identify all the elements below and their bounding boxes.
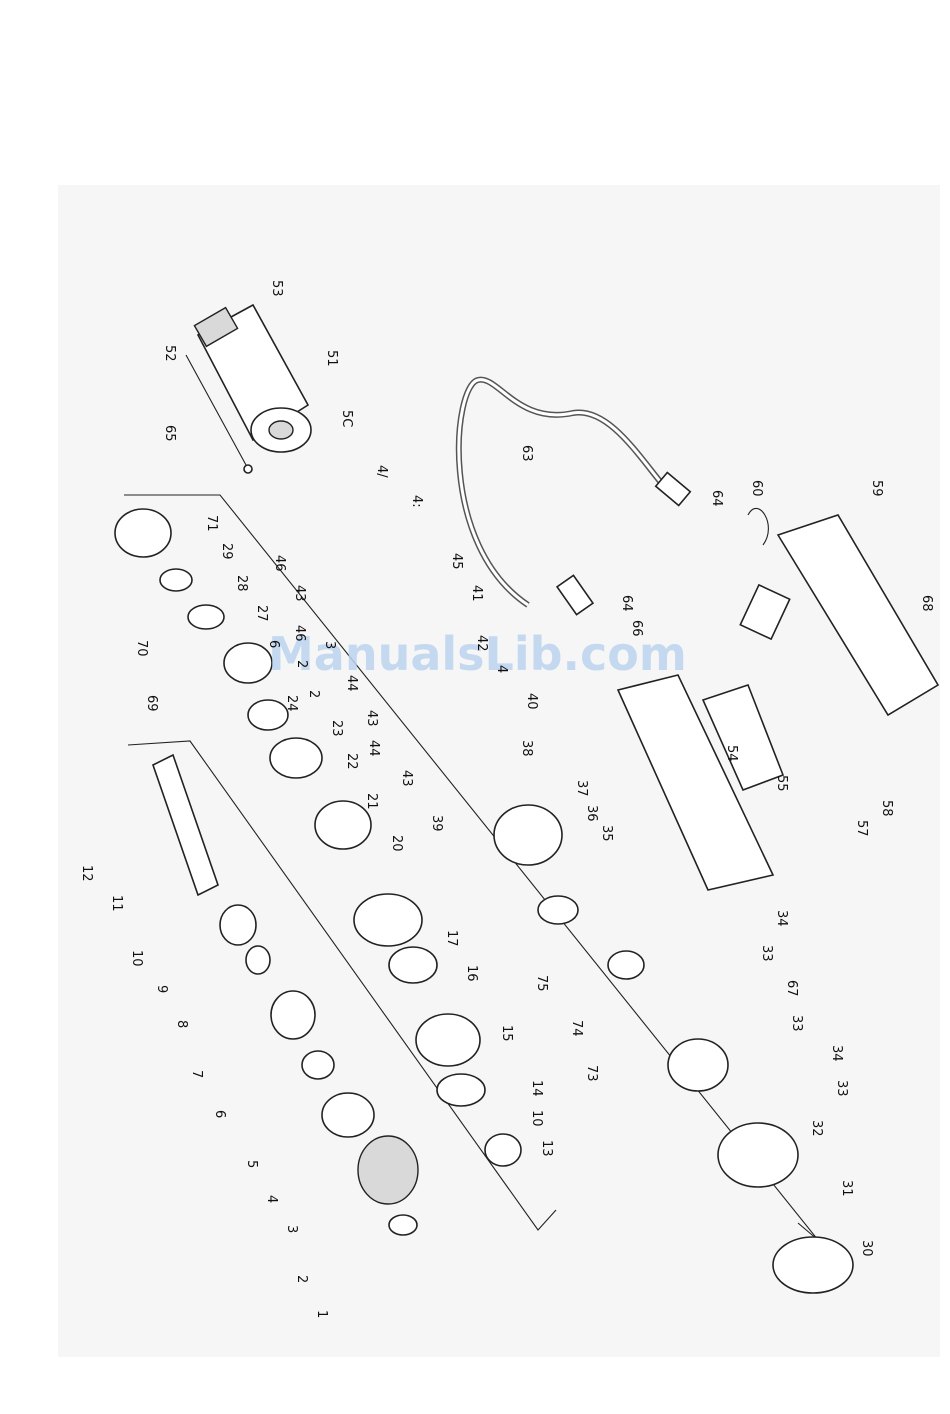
callout-label: 46 xyxy=(292,625,307,642)
side-plates xyxy=(618,508,938,890)
callout-label: 39 xyxy=(429,815,444,832)
callout-label: 43 xyxy=(399,770,414,787)
callout-label: 6 xyxy=(266,640,281,648)
callout-label: 22 xyxy=(344,753,359,770)
callout-label: 52 xyxy=(162,345,177,362)
callout-label: 34 xyxy=(829,1045,844,1062)
callout-label: 1 xyxy=(314,1310,329,1318)
callout-label: 33 xyxy=(834,1080,849,1097)
callout-label: 38 xyxy=(519,740,534,757)
callout-label: 33 xyxy=(759,945,774,962)
callout-label: 44 xyxy=(344,675,359,692)
callout-label: 4: xyxy=(409,495,424,508)
callout-label: 5C xyxy=(339,410,354,427)
callout-label: 24 xyxy=(284,695,299,712)
callout-label: 23 xyxy=(329,720,344,737)
lower-group-parts xyxy=(153,755,418,1235)
callout-label: 28 xyxy=(234,575,249,592)
callout-label: 55 xyxy=(774,775,789,792)
callout-label: 43 xyxy=(364,710,379,727)
callout-label: 73 xyxy=(584,1065,599,1082)
callout-label: 15 xyxy=(499,1025,514,1042)
callout-label: 5 xyxy=(244,1160,259,1168)
callout-label: 3 xyxy=(284,1225,299,1233)
callout-label: 31 xyxy=(839,1180,854,1197)
callout-label: 45 xyxy=(449,553,464,570)
callout-label: 63 xyxy=(519,445,534,462)
callout-label: 46 xyxy=(272,555,287,572)
callout-label: 68 xyxy=(919,595,934,612)
callout-label: 40 xyxy=(524,693,539,710)
callout-label: 60 xyxy=(749,480,764,497)
callout-label: 65 xyxy=(162,425,177,442)
callout-label: 43 xyxy=(292,585,307,602)
callout-label: 10 xyxy=(529,1110,544,1127)
callout-label: 10 xyxy=(129,950,144,967)
callout-label: 64 xyxy=(619,595,634,612)
callout-label: 42 xyxy=(474,635,489,652)
hose-assembly xyxy=(459,380,690,615)
callout-label: 57 xyxy=(854,820,869,837)
callout-label: 44 xyxy=(366,740,381,757)
callout-label: 13 xyxy=(539,1140,554,1157)
callout-label: 59 xyxy=(869,480,884,497)
callout-label: 16 xyxy=(464,965,479,982)
callout-label: 2 xyxy=(294,1275,309,1283)
callout-label: 7 xyxy=(189,1070,204,1078)
callout-label: 67 xyxy=(784,980,799,997)
callout-label: 34 xyxy=(774,910,789,927)
callout-label: 35 xyxy=(599,825,614,842)
callout-label: 2 xyxy=(294,660,309,668)
callout-label: 41 xyxy=(469,585,484,602)
callout-label: 4 xyxy=(264,1195,279,1203)
callout-label: 20 xyxy=(389,835,404,852)
callout-label: 33 xyxy=(789,1015,804,1032)
callout-label: 9 xyxy=(154,985,169,993)
callout-label: 6 xyxy=(212,1110,227,1118)
callout-label: 30 xyxy=(859,1240,874,1257)
callout-label: 64 xyxy=(709,490,724,507)
callout-label: 14 xyxy=(529,1080,544,1097)
callout-label: 2 xyxy=(306,690,321,698)
callout-label: 66 xyxy=(629,620,644,637)
motor-assembly xyxy=(186,305,311,473)
callout-label: 75 xyxy=(534,975,549,992)
callout-label: 8 xyxy=(174,1020,189,1028)
callout-label: 54 xyxy=(724,745,739,762)
callout-label: 36 xyxy=(584,805,599,822)
callout-label: 4/ xyxy=(374,465,389,478)
callout-label: 21 xyxy=(364,793,379,810)
callout-label: 17 xyxy=(444,930,459,947)
callout-label: 74 xyxy=(569,1020,584,1037)
callout-label: 58 xyxy=(879,800,894,817)
callout-label: 32 xyxy=(809,1120,824,1137)
callout-label: 12 xyxy=(79,865,94,882)
callout-label: 71 xyxy=(204,515,219,532)
callout-label: 37 xyxy=(574,780,589,797)
callout-label: 27 xyxy=(254,605,269,622)
callout-label: 53 xyxy=(269,280,284,297)
callout-label: 69 xyxy=(144,695,159,712)
callout-label: 4 xyxy=(494,665,509,673)
callout-label: 3 xyxy=(322,641,337,649)
callout-label: 11 xyxy=(109,895,124,912)
callout-label: 51 xyxy=(324,350,339,367)
callout-label: 29 xyxy=(219,543,234,560)
callout-label: 70 xyxy=(134,640,149,657)
